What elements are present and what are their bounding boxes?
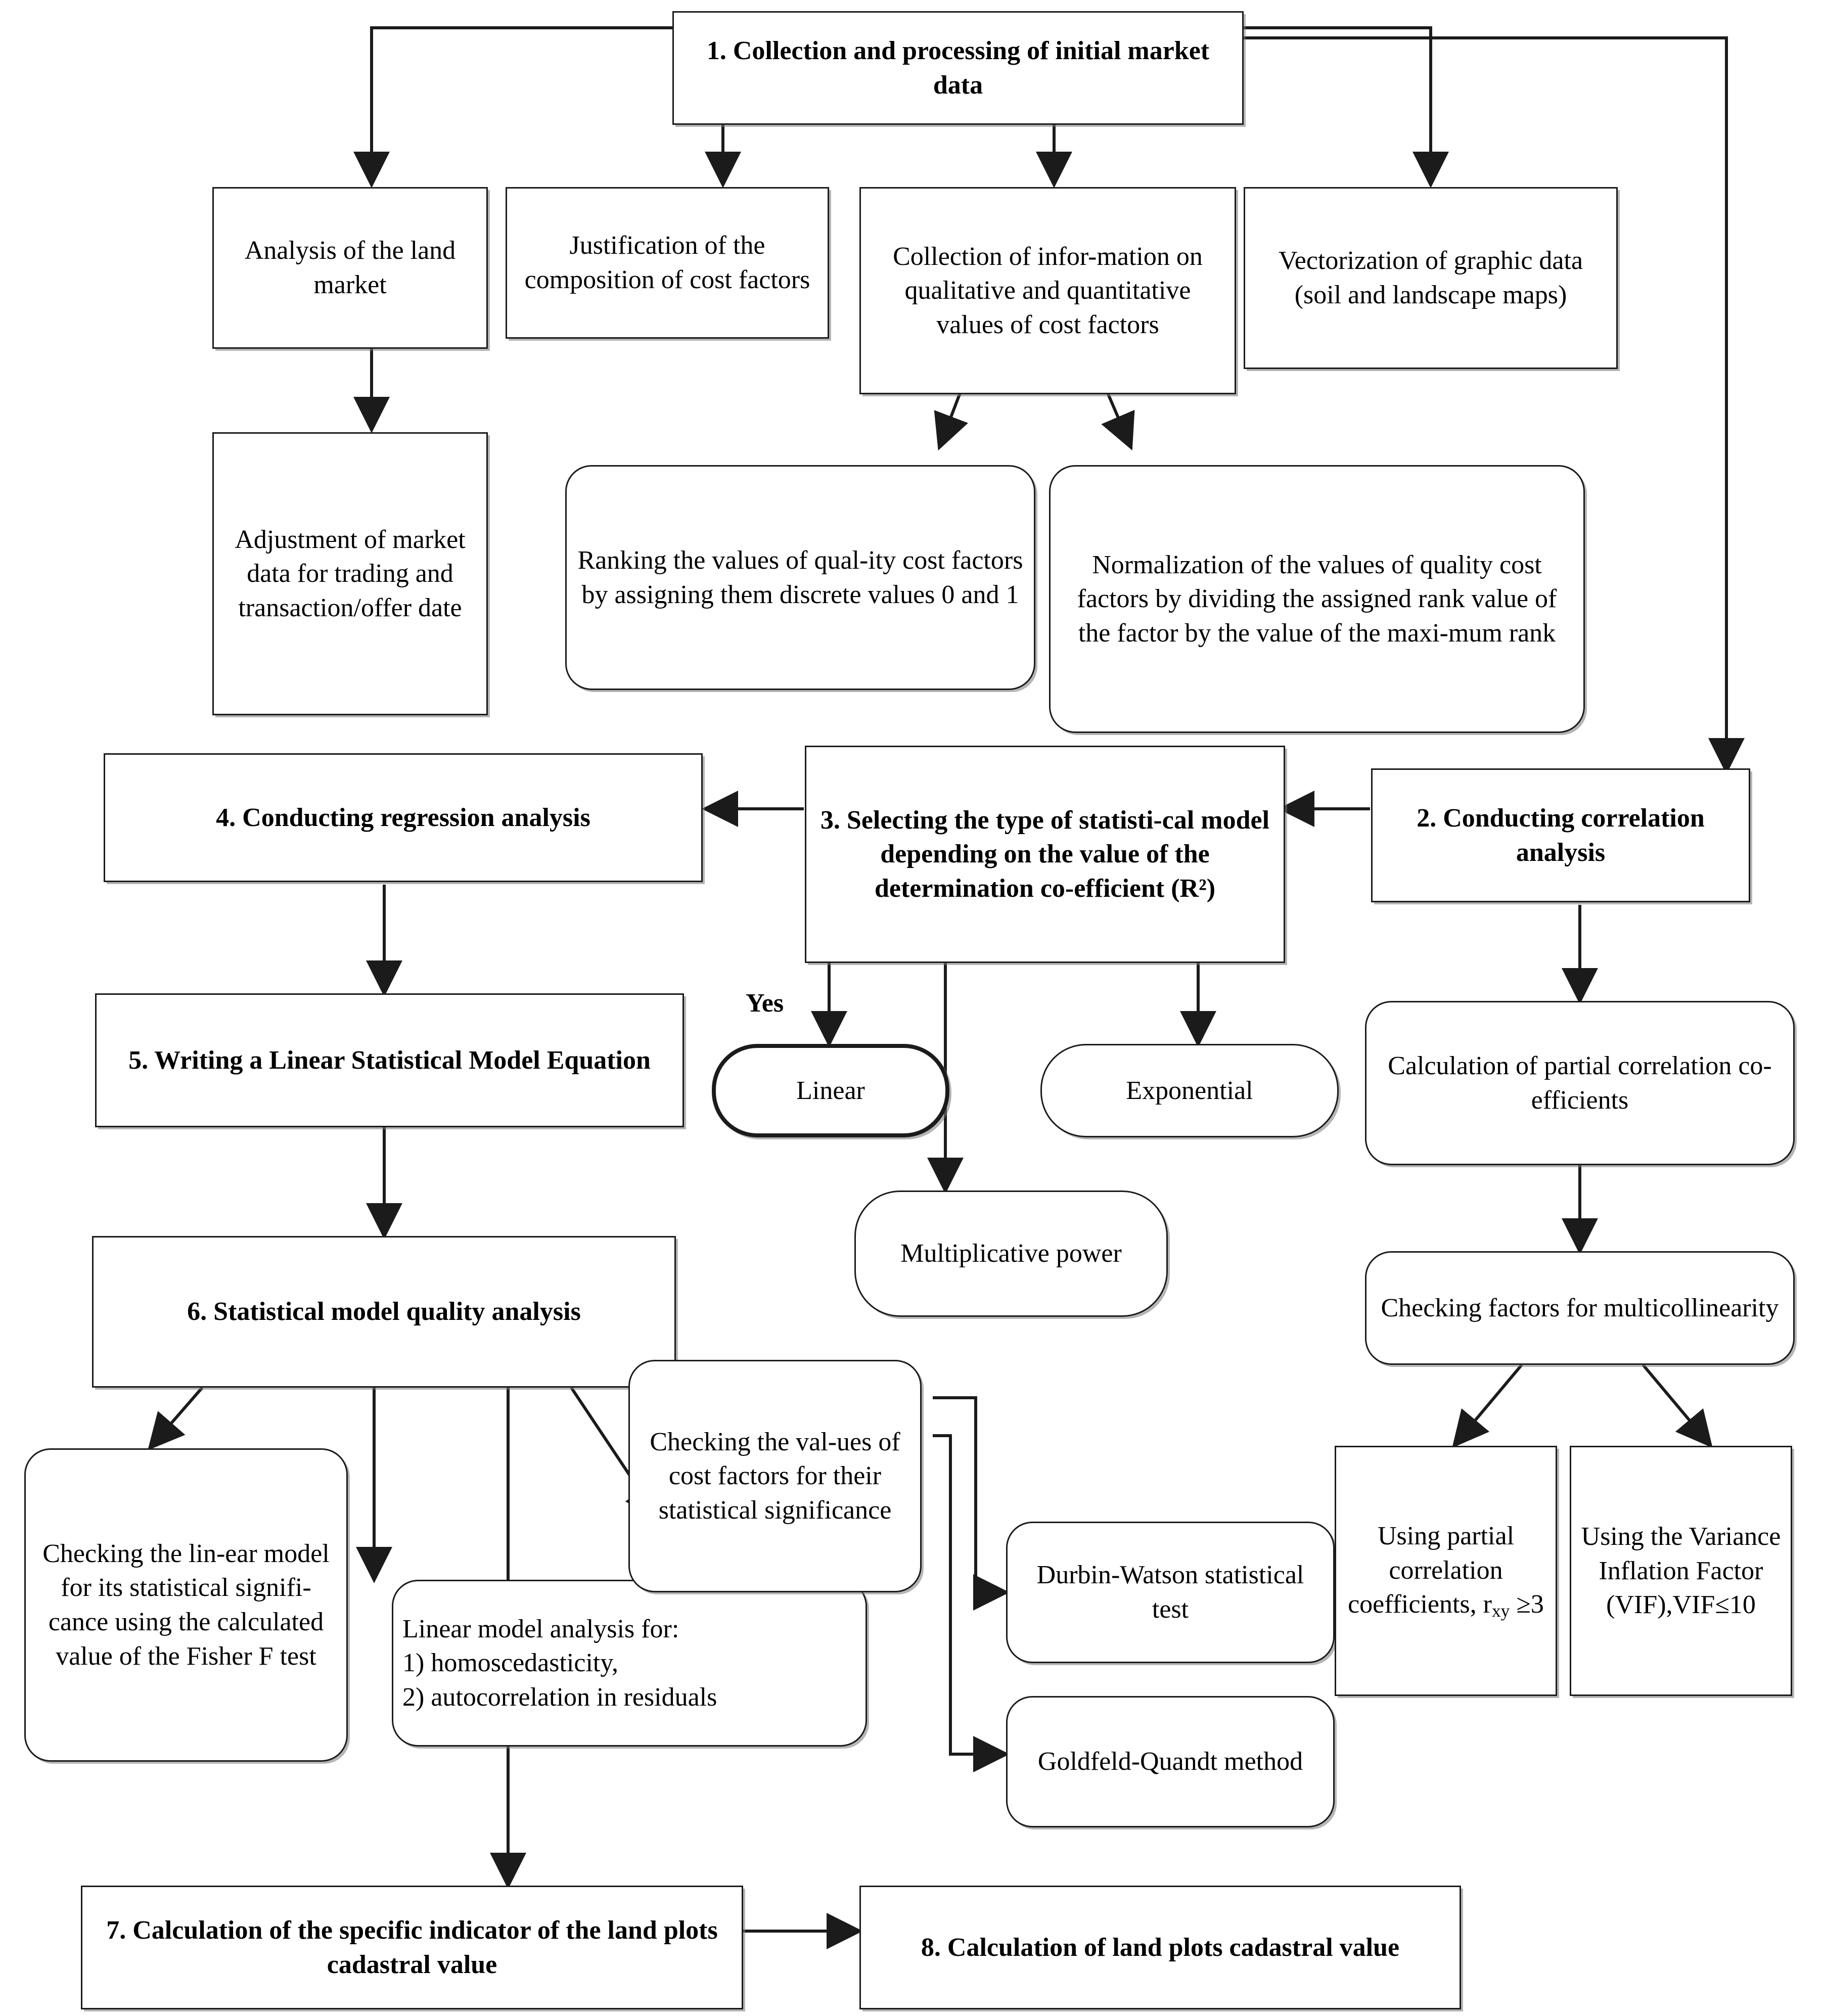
node-durbin-watson-test-label: Durbin-Watson statistical test <box>1036 1561 1304 1624</box>
edge-label-yes: Yes <box>746 989 784 1018</box>
node-fisher-f-test-check-label: Checking the lin-ear model for its stati… <box>42 1539 330 1671</box>
node-step-3[interactable]: 3. Selecting the type of statisti-cal mo… <box>805 746 1285 963</box>
using-partial-correlation-threshold: ≥3 <box>1510 1590 1544 1619</box>
node-durbin-watson-test[interactable]: Durbin-Watson statistical test <box>1006 1522 1335 1663</box>
node-linear-model-analysis-label: Linear model analysis for: 1) homoscedas… <box>402 1614 717 1712</box>
node-normalization-quality-factors[interactable]: Normalization of the values of quality c… <box>1049 465 1585 733</box>
node-partial-correlation-calc[interactable]: Calculation of partial correlation co-ef… <box>1365 1001 1795 1165</box>
node-step-2-label: 2. Conducting correlation analysis <box>1417 803 1705 867</box>
node-goldfeld-quandt-method-label: Goldfeld-Quandt method <box>1037 1747 1303 1776</box>
node-step-7-label: 7. Calculation of the specific indicator… <box>106 1915 718 1979</box>
node-model-multiplicative-power[interactable]: Multiplicative power <box>854 1190 1168 1317</box>
node-multicollinearity-check-label: Checking factors for multicollinearity <box>1381 1293 1779 1322</box>
node-cost-factor-justification[interactable]: Justification of the composition of cost… <box>506 187 829 339</box>
node-multicollinearity-check[interactable]: Checking factors for multicollinearity <box>1365 1251 1795 1365</box>
using-partial-correlation-subscript: xy <box>1492 1600 1510 1621</box>
node-step-4-label: 4. Conducting regression analysis <box>216 803 590 832</box>
node-cost-factor-justification-label: Justification of the composition of cost… <box>524 231 810 294</box>
node-step-8-label: 8. Calculation of land plots cadastral v… <box>921 1933 1400 1962</box>
node-step-1[interactable]: 1. Collection and processing of initial … <box>672 11 1244 125</box>
node-step-6-label: 6. Statistical model quality analysis <box>187 1297 581 1326</box>
node-ranking-quality-factors-label: Ranking the values of qual-ity cost fact… <box>577 545 1023 609</box>
node-step-6[interactable]: 6. Statistical model quality analysis <box>92 1236 676 1388</box>
node-step-8[interactable]: 8. Calculation of land plots cadastral v… <box>859 1886 1461 2009</box>
node-market-data-adjustment[interactable]: Adjustment of market data for trading an… <box>212 432 488 715</box>
node-using-variance-inflation-factor[interactable]: Using the Variance Inflation Factor (VIF… <box>1570 1446 1792 1696</box>
node-ranking-quality-factors[interactable]: Ranking the values of qual-ity cost fact… <box>565 465 1035 690</box>
node-step-3-label: 3. Selecting the type of statisti-cal mo… <box>820 805 1270 903</box>
node-model-exponential[interactable]: Exponential <box>1040 1044 1339 1137</box>
node-linear-model-analysis[interactable]: Linear model analysis for: 1) homoscedas… <box>392 1580 867 1747</box>
node-information-collection-label: Collection of infor-mation on qualitativ… <box>893 242 1203 339</box>
node-cost-factor-significance-check[interactable]: Checking the val-ues of cost factors for… <box>628 1360 922 1592</box>
node-market-data-adjustment-label: Adjustment of market data for trading an… <box>235 525 466 622</box>
node-information-collection[interactable]: Collection of infor-mation on qualitativ… <box>859 187 1236 394</box>
node-step-5-label: 5. Writing a Linear Statistical Model Eq… <box>128 1045 651 1075</box>
node-land-market-analysis-label: Analysis of the land market <box>244 236 456 299</box>
using-partial-correlation-text: Using partial correlation coefficients, … <box>1348 1522 1515 1619</box>
node-model-exponential-label: Exponential <box>1126 1076 1253 1105</box>
node-step-2[interactable]: 2. Conducting correlation analysis <box>1371 768 1750 902</box>
node-using-partial-correlation[interactable]: Using partial correlation coefficients, … <box>1335 1446 1557 1696</box>
node-step-1-label: 1. Collection and processing of initial … <box>706 36 1210 100</box>
node-graphic-vectorization[interactable]: Vectorization of graphic data (soil and … <box>1244 187 1618 369</box>
node-model-linear-label: Linear <box>796 1076 865 1105</box>
node-partial-correlation-calc-label: Calculation of partial correlation co-ef… <box>1388 1051 1772 1115</box>
node-goldfeld-quandt-method[interactable]: Goldfeld-Quandt method <box>1006 1696 1335 1827</box>
node-normalization-quality-factors-label: Normalization of the values of quality c… <box>1077 550 1557 648</box>
node-using-variance-inflation-factor-label: Using the Variance Inflation Factor (VIF… <box>1581 1522 1781 1620</box>
node-step-4[interactable]: 4. Conducting regression analysis <box>104 753 703 882</box>
node-graphic-vectorization-label: Vectorization of graphic data (soil and … <box>1278 246 1583 309</box>
node-model-multiplicative-power-label: Multiplicative power <box>900 1239 1122 1268</box>
node-land-market-analysis[interactable]: Analysis of the land market <box>212 187 488 349</box>
node-model-linear[interactable]: Linear <box>712 1044 949 1137</box>
node-cost-factor-significance-check-label: Checking the val-ues of cost factors for… <box>650 1427 900 1525</box>
node-step-5[interactable]: 5. Writing a Linear Statistical Model Eq… <box>95 993 684 1127</box>
node-fisher-f-test-check[interactable]: Checking the lin-ear model for its stati… <box>24 1448 348 1762</box>
node-step-7[interactable]: 7. Calculation of the specific indicator… <box>81 1886 743 2009</box>
node-using-partial-correlation-label: Using partial correlation coefficients, … <box>1345 1519 1546 1623</box>
